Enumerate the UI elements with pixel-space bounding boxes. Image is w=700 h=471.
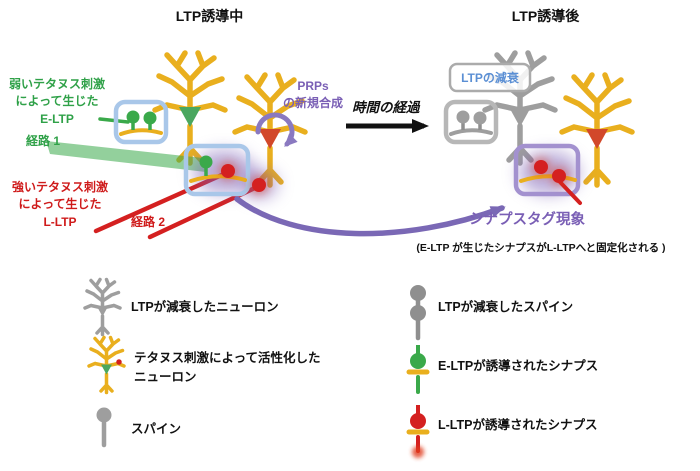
tag-synapses (189, 155, 269, 195)
synaptic-tag-note: (E-LTP が生じたシナプスがL-LTPへと固定化される ) (416, 242, 666, 254)
decayed-synapses (449, 110, 493, 136)
weak-stimulus-label: 弱いテタヌス刺激 によって生じた E-LTP (8, 77, 105, 126)
pathway2-label: 経路 2 (131, 215, 166, 229)
title-after-induction: LTP誘導後 (511, 8, 580, 24)
legend-eltp-synapse-label: E-LTPが誘導されたシナプス (438, 359, 599, 373)
legend-decayed-spine-icon (410, 285, 426, 341)
time-passage-label: 時間の経過 (352, 100, 420, 115)
fixed-red-spine-1 (534, 160, 548, 174)
legend-activated-neuron-icon (87, 335, 126, 395)
tag-red-spine-2 (252, 178, 266, 192)
eltp-spine-2 (143, 111, 157, 125)
ltp-decay-label: LTPの減衰 (461, 71, 519, 85)
legend-decayed-neuron-icon (83, 277, 122, 337)
eltp-synapse-box (113, 99, 169, 145)
tag-synapse-box (183, 143, 251, 197)
fixed-red-spine-2 (552, 169, 566, 183)
prps-label: PRPs の新規合成 (282, 79, 343, 111)
decayed-spine-1 (456, 110, 470, 124)
legend-eltp-synapse-icon (406, 345, 430, 394)
legend-spine-icon (96, 407, 112, 448)
decayed-spine-2 (473, 111, 487, 125)
fixed-synapse-box (513, 143, 581, 197)
pathway1-beam (46, 141, 206, 172)
fixed-synapses (519, 157, 582, 205)
prps-cycle-arrow (255, 112, 298, 147)
ltp-decay-frame (448, 62, 532, 93)
legend-decayed-neuron-label: LTPが減衰したニューロン (131, 300, 279, 314)
pathway1-label: 経路 1 (26, 134, 61, 148)
legend-spine-label: スパイン (131, 422, 182, 436)
eltp-spine-1 (126, 110, 140, 124)
title-during-induction: LTP誘導中 (175, 8, 244, 24)
synaptic-tag-label: シナプスタグ現象 (469, 212, 585, 228)
legend-lltp-synapse-label: L-LTPが誘導されたシナプス (438, 418, 598, 432)
legend-decayed-spine-label: LTPが減衰したスパイン (438, 300, 574, 314)
synaptic-tag-arrow (234, 196, 506, 237)
legend-lltp-synapse-icon (406, 405, 430, 458)
tag-green-spine (199, 155, 213, 169)
legend-activated-neuron-label: テタヌス刺激によって活性化した ニューロン (134, 351, 321, 385)
decayed-synapse-box (443, 99, 499, 145)
strong-stimulus-label: 強いテタヌス刺激 によって生じた L-LTP (11, 180, 108, 229)
tag-red-spine-1 (221, 164, 235, 178)
eltp-synapses (119, 110, 163, 136)
